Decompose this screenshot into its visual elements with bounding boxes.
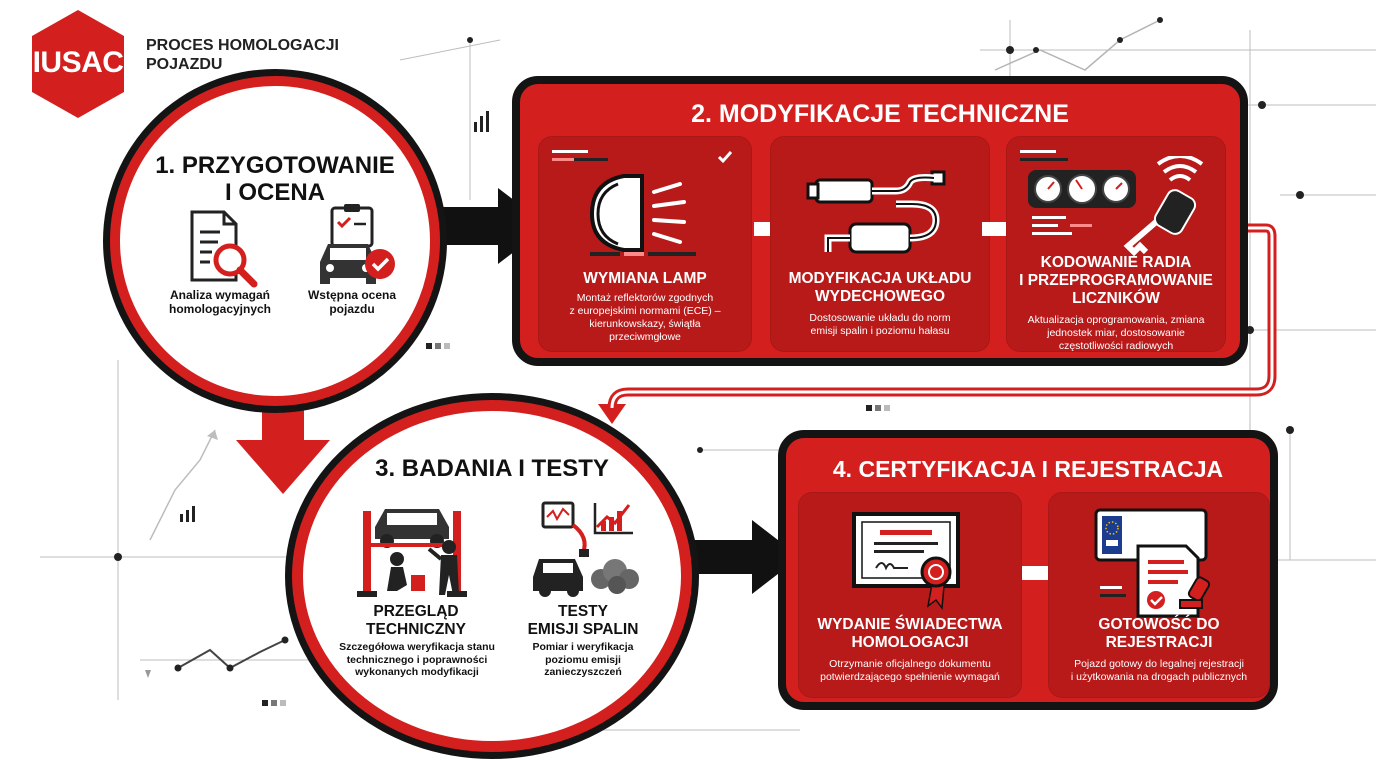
step2-card3-title-line2: I PRZEPROGRAMOWANIE [1019, 272, 1213, 289]
step3-item2-desc-line1: Pomiar i weryfikacja [532, 641, 634, 653]
step1-item1-line1: Analiza wymagań [169, 288, 271, 302]
car-checklist-icon [320, 204, 395, 284]
card-footer-bars [590, 252, 696, 256]
step3-item1-desc-line3: wykonanych modyfikacji [355, 666, 479, 678]
step3-item1-title: PRZEGLĄD TECHNICZNY [341, 603, 491, 639]
step2-card1-desc-line3: kierunkowskazy, świątła [589, 318, 701, 330]
step4-card2-title-line1: GOTOWOŚĆ DO [1098, 616, 1220, 633]
step2-card3-title-line3: LICZNIKÓW [1072, 290, 1160, 307]
step4-card2-desc: Pojazd gotowy do legalnej rejestracji i … [1058, 658, 1260, 684]
emission-test-icon [533, 501, 639, 597]
step3-item2-desc-line2: poziomu emisji [545, 653, 621, 666]
step3-circle: 3. BADANIA I TESTY PRZEGLĄD TECHNICZNY S… [292, 400, 692, 752]
page-title-line1: PROCES HOMOLOGACJI [146, 37, 339, 54]
step2-panel: 2. MODYFIKACJE TECHNICZNE WYMIANA LAMP M… [512, 76, 1248, 366]
step3-item2-desc-line3: zanieczyszczeń [544, 666, 622, 678]
step3-item1-desc-line1: Szczegółowa weryfikacja stanu [339, 641, 495, 653]
step2-card2-title: MODYFIKACJA UKŁADU WYDECHOWEGO [776, 270, 984, 306]
headlamp-icon [589, 174, 686, 252]
exhaust-pipe-icon [806, 170, 946, 254]
step2-card2-title-line1: MODYFIKACJA UKŁADU [788, 270, 972, 287]
dashboard-key-icon [1028, 156, 1204, 256]
step1-item1-label: Analiza wymagań homologacyjnych [150, 288, 290, 316]
step1-item1-line2: homologacyjnych [168, 302, 272, 316]
step4-panel: 4. CERTYFIKACJA I REJESTRACJA WYDANIE ŚW… [778, 430, 1278, 710]
step2-card1-title: WYMIANA LAMP [583, 270, 707, 287]
step3-item1-desc-line2: technicznego i poprawności [346, 653, 488, 666]
step3-item2-title: TESTY EMISJI SPALIN [513, 603, 653, 639]
step4-card-certificate: WYDANIE ŚWIADECTWA HOMOLOGACJI Otrzymani… [798, 492, 1022, 698]
step3-item1-title-line2: TECHNICZNY [366, 621, 466, 638]
page-title-line2: POJAZDU [146, 56, 223, 73]
step3-item1-title-line1: PRZEGLĄD [373, 603, 459, 620]
document-magnifier-icon [190, 210, 258, 288]
step1-title: 1. PRZYGOTOWANIE I OCENA [140, 152, 410, 206]
check-icon [717, 151, 733, 164]
step1-title-line1: 1. PRZYGOTOWANIE [155, 152, 395, 179]
step3-item2-title-line2: EMISJI SPALIN [527, 621, 639, 638]
step2-card2-desc-line1: Dostosowanie układu do norm [809, 312, 951, 324]
step1-circle: 1. PRZYGOTOWANIE I OCENA Analiza wymagań… [110, 76, 440, 406]
step4-card1-title-line2: HOMOLOGACJI [851, 634, 969, 651]
step2-card-exhaust: MODYFIKACJA UKŁADU WYDECHOWEGO Dostosowa… [770, 136, 990, 352]
certificate-icon [852, 512, 960, 610]
step2-card1-desc-line4: przeciwmgłowe [609, 331, 681, 343]
step2-card-coding: KODOWANIE RADIA I PRZEPROGRAMOWANIE LICZ… [1006, 136, 1226, 352]
hexagon-logo-icon [32, 10, 124, 118]
step2-card3-desc-line3: częstotliwości radiowych [1058, 340, 1174, 352]
step1-title-line2: I OCENA [224, 179, 325, 206]
step4-card1-title: WYDANIE ŚWIADECTWA HOMOLOGACJI [804, 616, 1016, 652]
step4-card1-desc-line2: potwierdzającego spełnienie wymagań [820, 671, 1000, 683]
step2-card2-title-line2: WYDECHOWEGO [814, 288, 946, 305]
page-title: PROCES HOMOLOGACJI POJAZDU [146, 36, 366, 74]
brand-logo: IUSAC [28, 8, 128, 120]
step2-card3-title-line1: KODOWANIE RADIA [1040, 254, 1192, 271]
step2-card3-title: KODOWANIE RADIA I PRZEPROGRAMOWANIE LICZ… [1012, 254, 1220, 308]
step4-title: 4. CERTYFIKACJA I REJESTRACJA [832, 456, 1224, 482]
step4-card1-desc: Otrzymanie oficjalnego dokumentu potwier… [808, 658, 1012, 684]
step2-card3-desc: Aktualizacja oprogramowania, zmiana jedn… [1016, 314, 1216, 353]
step1-item2-label: Wstępna ocena pojazdu [292, 288, 412, 316]
step4-card1-desc-line1: Otrzymanie oficjalnego dokumentu [829, 658, 991, 670]
card-header-bars [1020, 150, 1068, 161]
step4-card2-title: GOTOWOŚĆ DO REJESTRACJI [1054, 616, 1264, 652]
step2-card2-desc-line2: emisji spalin i poziomu hałasu [810, 325, 950, 337]
step2-card3-desc-line2: jednostek miar, dostosowanie [1047, 327, 1185, 339]
step2-card1-desc-line2: z europejskimi normami (ECE) – [569, 305, 721, 317]
step3-item2-desc: Pomiar i weryfikacja poziomu emisji zani… [513, 641, 653, 679]
step4-card-registration: GOTOWOŚĆ DO REJESTRACJI Pojazd gotowy do… [1048, 492, 1270, 698]
registration-document-icon [1094, 508, 1211, 618]
step2-card3-desc-line1: Aktualizacja oprogramowania, zmiana [1027, 314, 1205, 326]
step3-item2-title-line1: TESTY [558, 603, 608, 620]
step1-item2-line1: Wstępna ocena [307, 288, 397, 302]
step3-item1-desc: Szczegółowa weryfikacja stanu techniczne… [329, 641, 505, 679]
car-lift-mechanic-icon [357, 509, 467, 597]
card-header-bars [552, 150, 608, 161]
step2-card1-desc-line1: Montaż reflektorów zgodnych [576, 292, 714, 304]
step4-card2-desc-line1: Pojazd gotowy do legalnej rejestracji [1074, 658, 1244, 670]
step4-card2-title-line2: REJESTRACJI [1105, 634, 1213, 651]
logo-text: IUSAC [32, 46, 124, 79]
step3-title: 3. BADANIA I TESTY [375, 455, 609, 482]
step2-card1-desc: Montaż reflektorów zgodnych z europejski… [548, 292, 742, 344]
step2-title: 2. MODYFIKACJE TECHNICZNE [691, 100, 1069, 128]
step4-card2-desc-line2: i użytkowania na drogach publicznych [1070, 671, 1248, 683]
step4-card1-title-line1: WYDANIE ŚWIADECTWA [817, 616, 1003, 633]
step2-card-lamps: WYMIANA LAMP Montaż reflektorów zgodnych… [538, 136, 752, 352]
step1-item2-line2: pojazdu [329, 302, 375, 316]
step2-card2-desc: Dostosowanie układu do norm emisji spali… [780, 312, 980, 338]
